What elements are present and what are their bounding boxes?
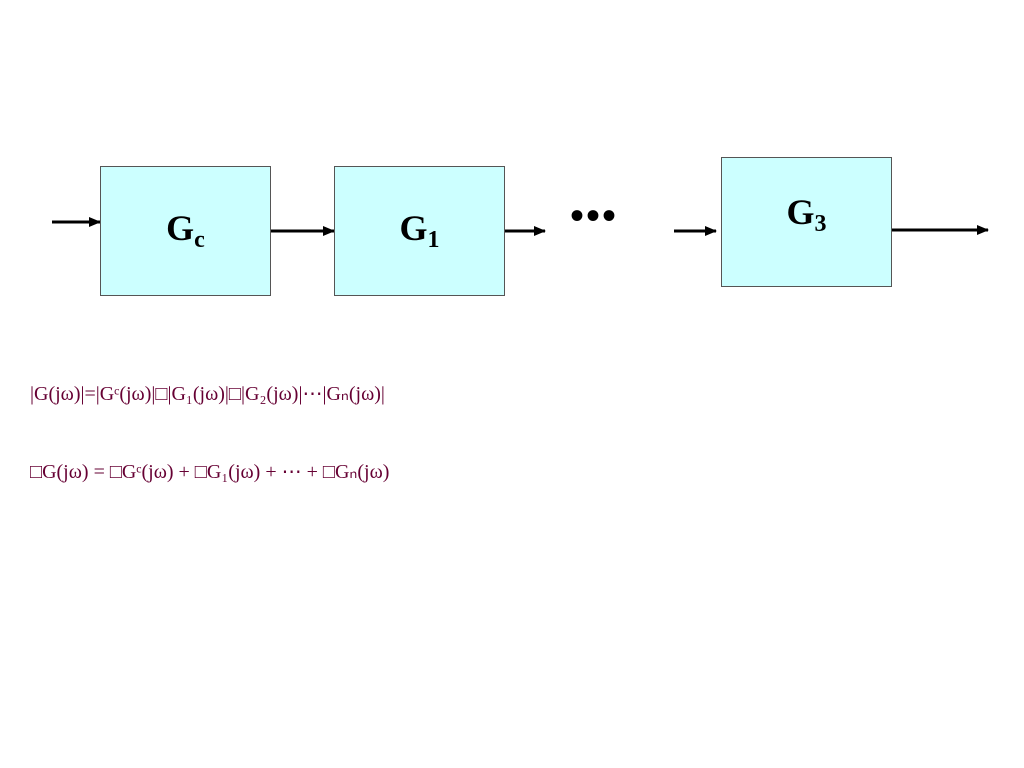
block-g3: G3 xyxy=(721,157,892,287)
phase-equation: □G(jω) = □Gᶜ(jω) + □G₁(jω) + ⋯ + □Gₙ(jω) xyxy=(30,461,390,483)
block-g3-label: G3 xyxy=(786,192,827,237)
block-g1-label: G1 xyxy=(399,208,440,253)
block-gc-label: Gc xyxy=(166,208,205,253)
continuation-ellipsis: ••• xyxy=(570,193,619,238)
magnitude-equation: |G(jω)|=|Gᶜ(jω)|□|G₁(jω)|□|G₂(jω)|⋯|Gₙ(j… xyxy=(30,383,385,405)
block-gc: Gc xyxy=(100,166,271,296)
block-g1: G1 xyxy=(334,166,505,296)
